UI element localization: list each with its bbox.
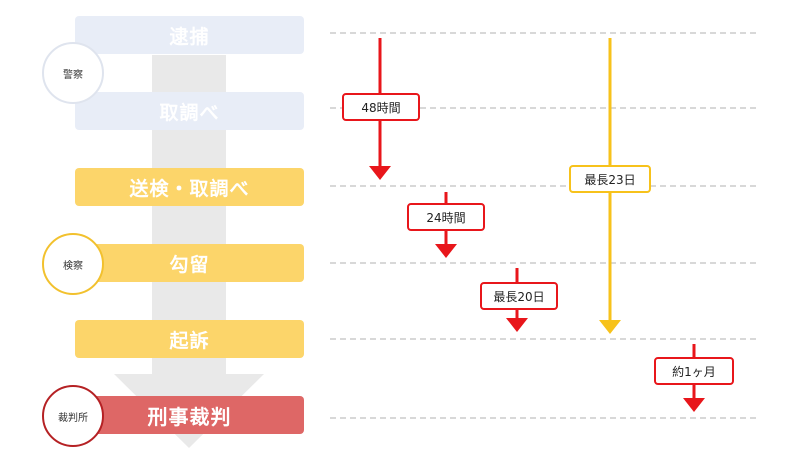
stage-indictment: 起訴 (75, 320, 304, 358)
stage-trial: 刑事裁判 (75, 396, 304, 434)
stage-detention: 勾留 (75, 244, 304, 282)
duration-label-48h: 48時間 (342, 93, 420, 121)
stage-arrest: 逮捕 (75, 16, 304, 54)
duration-label-23d: 最長23日 (569, 165, 651, 193)
duration-label-20d: 最長20日 (480, 282, 558, 310)
role-court-circle: 裁判所 (42, 385, 104, 447)
stage-referral: 送検・取調べ (75, 168, 304, 206)
role-police-circle: 警察 (42, 42, 104, 104)
duration-label-24h: 24時間 (407, 203, 485, 231)
stage-police-investigation: 取調べ (75, 92, 304, 130)
role-prosecutor-circle: 検察 (42, 233, 104, 295)
duration-label-1m: 約1ヶ月 (654, 357, 734, 385)
